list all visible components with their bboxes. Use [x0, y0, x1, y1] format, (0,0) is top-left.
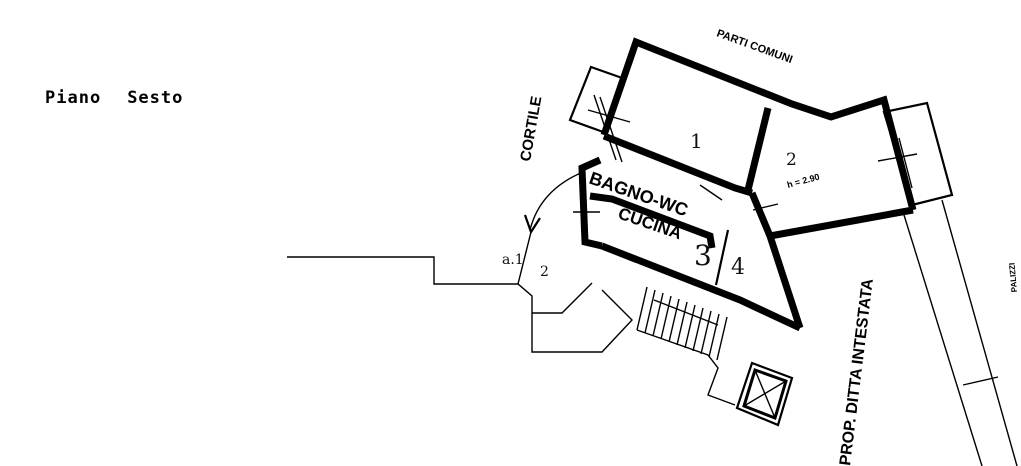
balcony-outline: [532, 282, 593, 314]
door-swing-arc: [529, 171, 584, 231]
common-parts-label: PARTI COMUNI: [715, 28, 794, 67]
balcony-annotation: a.1: [502, 252, 524, 268]
room-number-3: 3: [694, 239, 712, 272]
floor-title-word1: Piano: [45, 88, 102, 108]
kitchen-wall-top: [589, 192, 716, 249]
balcony-right: [882, 101, 954, 207]
corridor-wall-right: [748, 191, 804, 330]
street-line-left: [903, 214, 983, 466]
room-number-1: 1: [690, 129, 703, 153]
floor-title-word2: Sesto: [127, 88, 184, 108]
outer-wall-bottom-room2: [769, 206, 914, 240]
inner-wall-room1: [602, 132, 753, 197]
outer-wall-top: [600, 37, 917, 211]
boundary-line: [287, 256, 633, 353]
window-marks: [573, 94, 918, 228]
lift-shaft: [735, 361, 794, 427]
floor-title: Piano Sesto: [45, 88, 209, 108]
street-label: PALIZZI: [1007, 262, 1019, 292]
kitchen-wall-bottom: [600, 242, 802, 332]
balcony-dimension-line: [517, 231, 532, 285]
balcony-number: 2: [540, 264, 549, 280]
partition-3-4: [714, 229, 730, 286]
courtyard-label: CORTILE: [517, 95, 545, 163]
street-line-right: [941, 199, 1018, 466]
ceiling-height-label: h = 2.90: [786, 172, 821, 190]
property-label: PROP. DITTA INTESTATA: [837, 277, 877, 466]
room-number-2: 2: [786, 150, 797, 170]
room-number-4: 4: [731, 255, 745, 280]
staircase: [636, 286, 736, 406]
partition-1-2: [744, 107, 772, 191]
street-tick: [962, 376, 999, 386]
